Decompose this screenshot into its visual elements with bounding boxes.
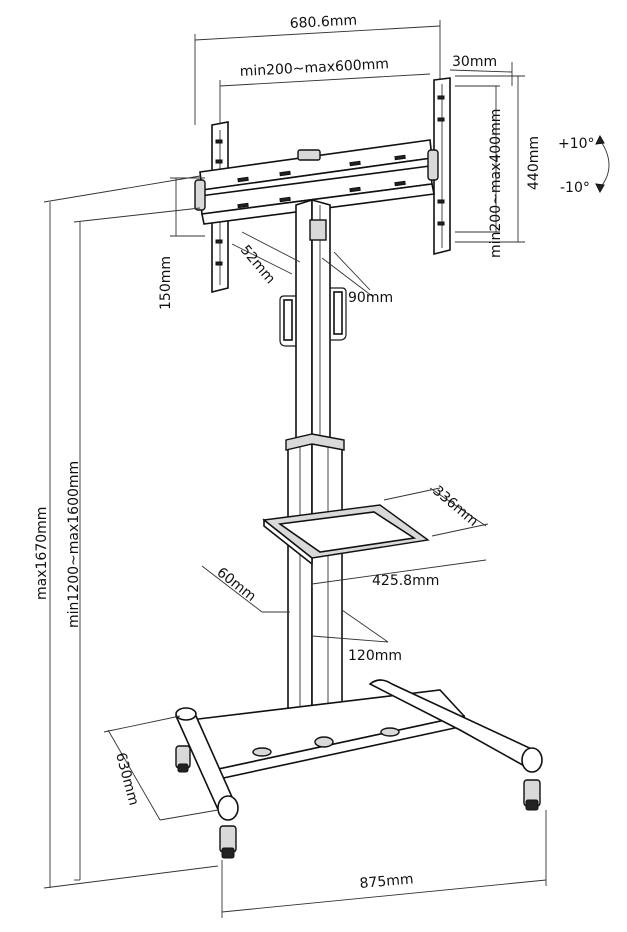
shelf bbox=[262, 504, 430, 566]
tv-mount-bracket bbox=[194, 77, 451, 294]
caster-front-left-icon bbox=[175, 745, 191, 773]
caster-front-right-icon bbox=[219, 825, 237, 859]
lower-column bbox=[285, 433, 345, 731]
max-height-label: max1670mm bbox=[34, 507, 50, 600]
vesa-width-dimension: min200~max600mm bbox=[219, 56, 431, 125]
bracket-height-label: 440mm bbox=[526, 136, 542, 190]
upper-column bbox=[279, 198, 347, 444]
vesa-height-label: min200~max400mm bbox=[488, 109, 504, 258]
lower-column-width-label: 120mm bbox=[348, 648, 402, 664]
tilt-down-label: -10° bbox=[560, 180, 590, 196]
caster-rear-right-icon bbox=[523, 779, 541, 811]
bracket-depth-label: 30mm bbox=[452, 54, 497, 70]
overall-width-label: 680.6mm bbox=[289, 12, 357, 32]
vesa-width-label: min200~max600mm bbox=[239, 56, 389, 80]
base-width-dimension: 875mm bbox=[221, 810, 547, 918]
overall-width-dimension: 680.6mm bbox=[194, 12, 441, 125]
tilt-up-label: +10° bbox=[558, 136, 595, 152]
column-depth-label: 52mm bbox=[237, 242, 278, 287]
base-width-label: 875mm bbox=[359, 871, 414, 892]
column-width-label: 90mm bbox=[348, 290, 393, 306]
max-height-dimension: max1670mm bbox=[34, 175, 219, 889]
column-width-dimension: 90mm bbox=[321, 251, 393, 306]
tilt-arrow-up-icon bbox=[595, 134, 605, 145]
height-range-dimension: min1200~max1600mm bbox=[66, 207, 201, 881]
bracket-depth-dimension: 30mm bbox=[449, 54, 513, 86]
vesa-height-dimension: min200~max400mm bbox=[455, 85, 504, 258]
shelf-depth-label: 336mm bbox=[429, 483, 481, 530]
arm-offset-label: 150mm bbox=[158, 256, 174, 310]
shelf-width-dimension: 425.8mm bbox=[311, 559, 487, 589]
lower-column-depth-dimension: 60mm bbox=[201, 565, 290, 613]
lower-column-depth-label: 60mm bbox=[214, 565, 259, 605]
shelf-width-label: 425.8mm bbox=[372, 573, 439, 589]
lower-column-width-dimension: 120mm bbox=[311, 609, 402, 664]
column-depth-dimension: 52mm bbox=[231, 231, 301, 287]
base bbox=[175, 679, 543, 859]
bracket-height-dimension: 440mm bbox=[455, 75, 542, 243]
base-depth-label: 630mm bbox=[112, 751, 141, 807]
tilt-arrow-down-icon bbox=[595, 183, 605, 194]
height-range-label: min1200~max1600mm bbox=[66, 461, 82, 628]
tilt-indicator: +10° -10° bbox=[558, 134, 610, 196]
